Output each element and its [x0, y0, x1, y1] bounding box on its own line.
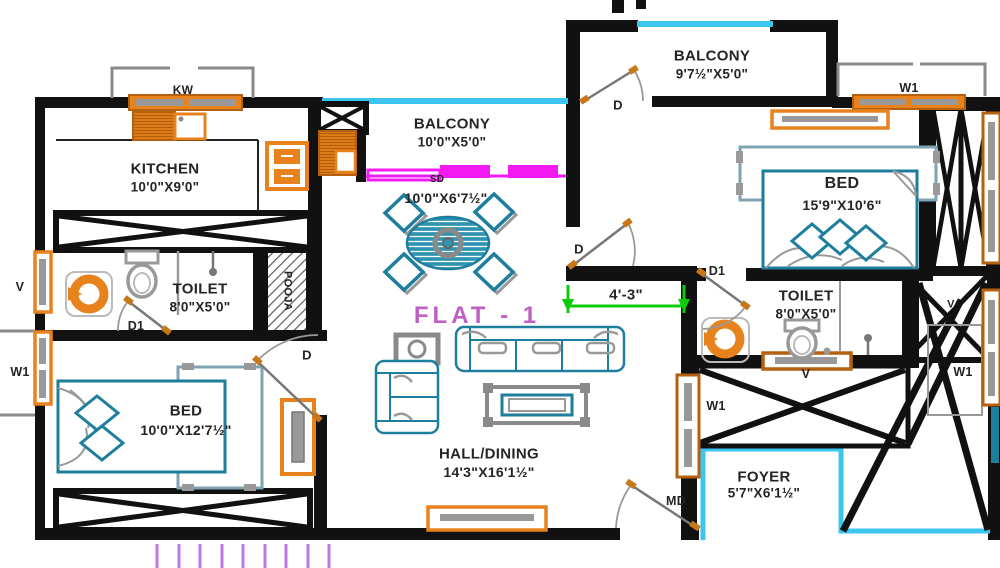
ventilator-label-stair: V	[947, 298, 955, 311]
foyer-dims: 5'7"X6'1½"	[727, 485, 801, 501]
toilet1-fixtures	[65, 249, 217, 317]
dimension-passage	[562, 285, 690, 313]
balcony1-name: BALCONY	[413, 115, 491, 133]
door-label-toilet1: D1	[127, 318, 145, 333]
bed2-name: BED	[169, 402, 203, 420]
balcony1-dims: 10'0"X5'0"	[417, 134, 487, 150]
flat-title: FLAT - 1	[413, 302, 541, 329]
ventilator-label-left: V	[15, 279, 25, 294]
window-label-topright: W1	[899, 80, 919, 95]
bed1-furniture	[736, 145, 940, 270]
window-left-bed2	[33, 330, 53, 406]
hall-dims: 14'3"X16'1½"	[443, 464, 535, 480]
doors	[117, 64, 751, 532]
door-balcony2	[579, 64, 644, 105]
exterior-ledges	[0, 62, 987, 417]
toilet1-dims: 8'0"X5'0"	[169, 299, 231, 315]
door-main	[615, 478, 701, 532]
windows-right-edge	[981, 111, 1000, 463]
duct-shaft-top	[930, 105, 992, 272]
kitchen-dims: 10'0"X9'0"	[130, 179, 200, 195]
utility-column	[315, 101, 369, 135]
door-toilet2	[696, 267, 751, 330]
door-label-toilet2: D1	[708, 263, 726, 278]
kitchen-sink	[132, 111, 207, 141]
door-bed2	[252, 334, 323, 423]
door-label-balcony2: D	[613, 97, 623, 113]
passage-dimension: 4'-3"	[609, 286, 643, 304]
dining-set	[382, 191, 519, 296]
bed2-furniture	[56, 363, 264, 491]
ventilator-label-toilet2: V	[801, 366, 811, 381]
toilet2-name: TOILET	[778, 287, 834, 305]
balcony2-dims: 9'7½"X5'0"	[675, 66, 749, 82]
kitchen-window-label: KW	[172, 83, 194, 97]
ventilator-toilet2	[761, 351, 853, 371]
kitchen-name: KITCHEN	[130, 160, 200, 178]
bed1-dims: 15'9"X10'6"	[802, 197, 882, 213]
sofa-loveseat	[374, 359, 440, 435]
balcony-railings	[322, 21, 990, 540]
hatch-box-below-kitchen	[53, 210, 313, 253]
sofa-three-seat	[454, 325, 626, 373]
foyer-name: FOYER	[737, 468, 791, 486]
ventilator-left	[33, 250, 53, 314]
window-foyer	[675, 373, 701, 479]
bed2-dims: 10'0"X12'7½"	[140, 422, 232, 438]
kitchen-window	[128, 94, 243, 111]
coffee-table	[483, 383, 590, 427]
main-door-label: MD	[665, 493, 687, 508]
dining-dims: 10'0"X6'7½"	[404, 190, 488, 206]
stove-icon	[265, 141, 309, 191]
door-toilet1	[117, 295, 172, 336]
toilet2-dims: 8'0"X5'0"	[775, 306, 837, 322]
hall-bottom-window	[426, 505, 548, 532]
bed1-dresser	[770, 109, 890, 130]
toilet2-fixtures	[701, 281, 872, 363]
door-label-bed2: D	[302, 347, 312, 363]
hall-name: HALL/DINING	[439, 445, 539, 463]
bed1-name: BED	[824, 175, 860, 192]
door-corridor	[567, 217, 636, 270]
window-label-foyer: W1	[706, 398, 726, 413]
washing-machine-icon	[318, 130, 357, 176]
sliding-door-label: SD	[429, 174, 445, 185]
window-top-right	[852, 94, 966, 110]
hatch-box-below-bed2	[53, 488, 313, 533]
pooja-name: POOJA	[281, 270, 294, 312]
pooja-room	[264, 249, 310, 334]
window-label-left: W1	[10, 364, 30, 379]
side-table	[393, 332, 441, 366]
sliding-door	[366, 165, 566, 182]
bottom-hatch-lines	[155, 544, 331, 568]
toilet1-name: TOILET	[172, 280, 228, 298]
balcony2-name: BALCONY	[673, 47, 751, 65]
door-label-corridor: D	[574, 241, 584, 257]
window-label-stair: W1	[953, 364, 973, 379]
